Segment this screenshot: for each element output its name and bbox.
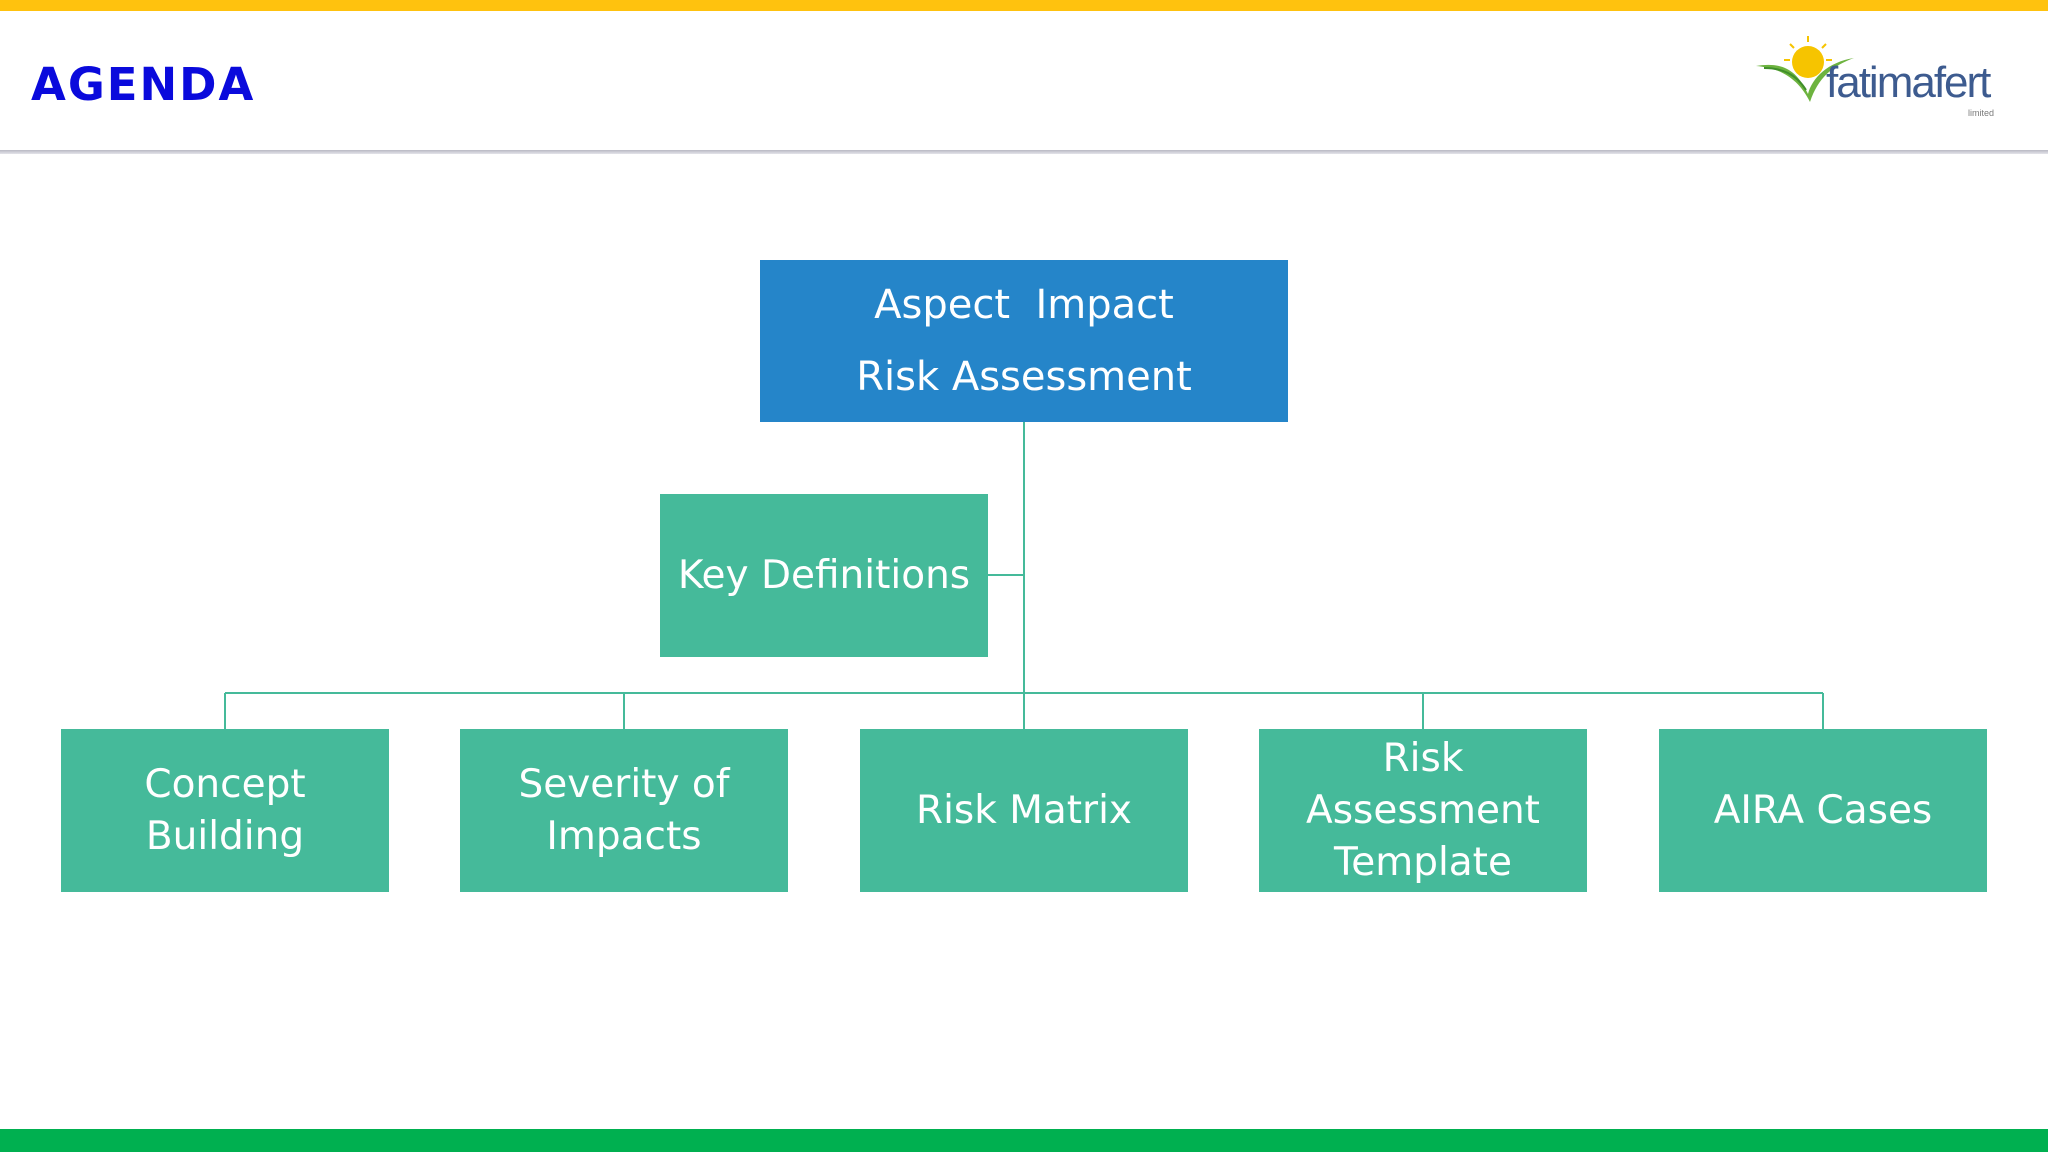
node-risk-matrix: Risk Matrix [860, 729, 1188, 892]
root-node-line-1: Aspect Impact [874, 282, 1174, 328]
logo-subtext: limited [1968, 108, 1995, 118]
logo-wordmark: fatimafert [1826, 58, 1991, 107]
node-label: Risk Assessment Template [1306, 735, 1540, 885]
node-concept-building: Concept Building [61, 729, 389, 892]
node-label: Risk Matrix [915, 787, 1133, 833]
top-accent-bar [0, 0, 2048, 11]
node-label: AIRA Cases [1713, 787, 1933, 833]
node-aira-cases: AIRA Cases [1659, 729, 1987, 892]
node-label: Key Definitions [677, 552, 971, 598]
company-logo: fatimafert limited [1750, 32, 2010, 124]
node-severity-of-impacts: Severity of Impacts [460, 729, 788, 892]
root-node-aspect-impact-risk-assessment: Aspect Impact Risk Assessment [760, 260, 1288, 422]
slide-title: AGENDA [31, 58, 256, 111]
slide-header [0, 11, 2048, 150]
node-label: Concept Building [144, 761, 306, 859]
sun-and-leaf-logo-icon [1756, 36, 1854, 102]
header-divider [0, 150, 2048, 154]
root-node-line-2: Risk Assessment [856, 354, 1192, 400]
bottom-accent-bar [0, 1129, 2048, 1152]
node-label: Severity of Impacts [518, 761, 730, 859]
node-risk-assessment-template: Risk Assessment Template [1259, 729, 1587, 892]
node-key-definitions: Key Definitions [660, 494, 988, 657]
